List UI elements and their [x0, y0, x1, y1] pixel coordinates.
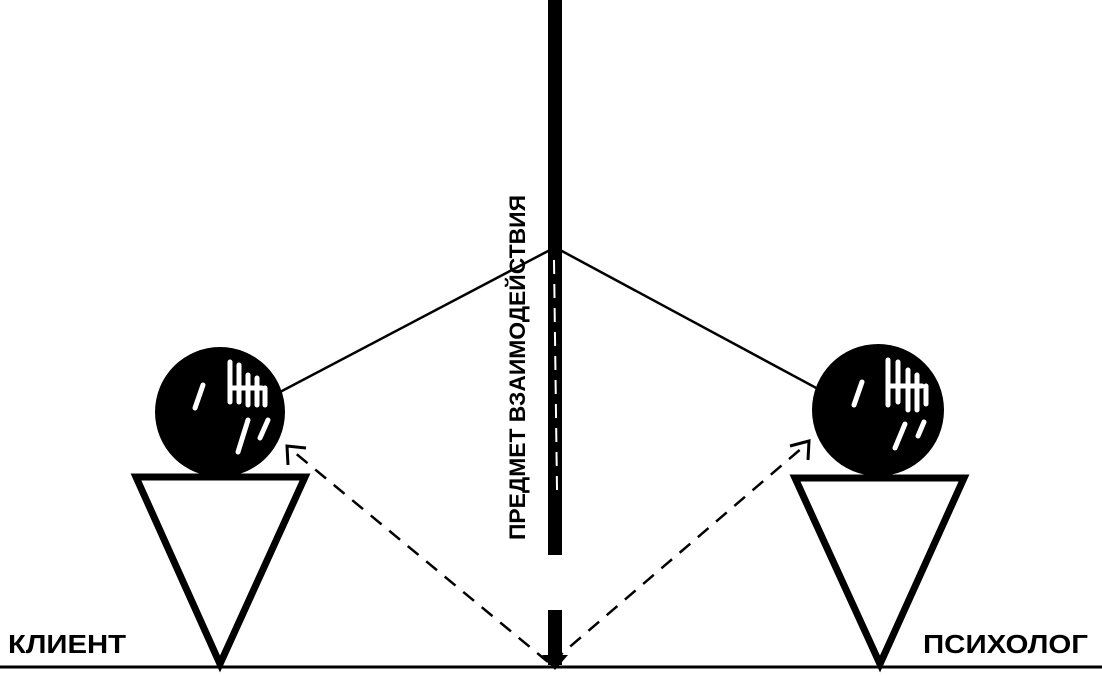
- divider-lower-segment: [548, 500, 562, 555]
- psychologist-head-highlight: [851, 357, 929, 451]
- dashed-arrow-to-client: [285, 444, 549, 663]
- client-head-highlight: [192, 359, 271, 455]
- psychologist-figure: [789, 344, 970, 673]
- divider-arrowhead: [542, 655, 568, 670]
- divider-middle-segment: [548, 250, 562, 500]
- client-figure: [130, 347, 311, 673]
- client-label: КЛИЕНТ: [8, 629, 126, 659]
- divider-top-segment: [548, 0, 562, 250]
- divider-bottom-segment: [548, 610, 562, 665]
- psychologist-head-sphere: [812, 344, 944, 476]
- client-head-sphere: [155, 347, 285, 477]
- client-body-triangle: [130, 473, 311, 673]
- dashed-arrow-to-psychologist: [551, 439, 811, 663]
- central-divider: [548, 0, 562, 665]
- client-to-subject-line: [279, 248, 551, 394]
- psychologist-label: ПСИХОЛОГ: [923, 629, 1088, 659]
- subject-label: ПРЕДМЕТ ВЗАИМОДЕЙСТВИЯ: [505, 195, 530, 540]
- psychologist-to-subject-line: [559, 248, 821, 392]
- psychologist-body-triangle: [789, 474, 970, 673]
